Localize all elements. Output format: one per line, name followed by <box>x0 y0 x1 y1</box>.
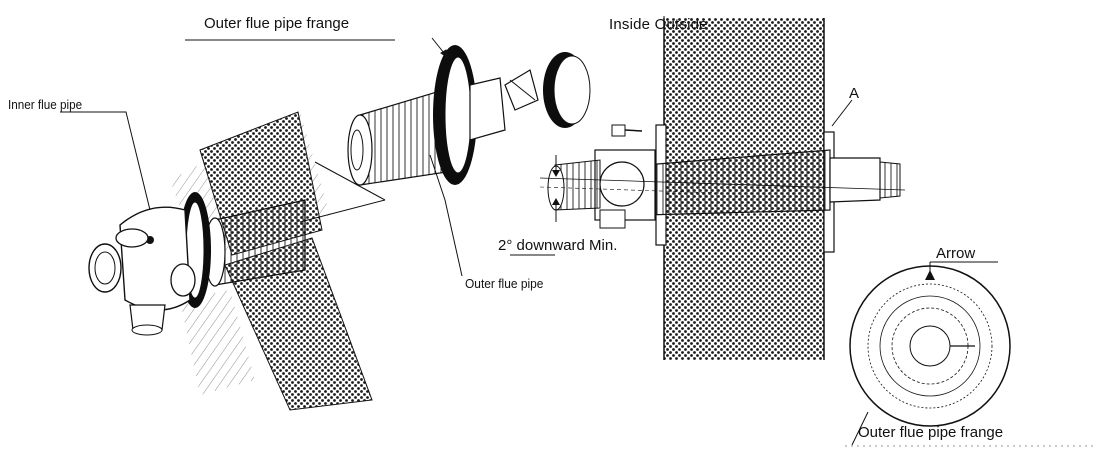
outer-flue-pipe-assembly <box>347 45 539 186</box>
outer-flue-pipe-label: Outer flue pipe <box>465 276 544 291</box>
outer-flue-pipe-frange-label-bottom: Outer flue pipe frange <box>858 424 1004 441</box>
arrow-label: Arrow <box>936 245 976 262</box>
outer-flue-pipe-frange-label-top: Outer flue pipe frange <box>204 15 350 32</box>
installed-flue-pipe <box>539 124 906 253</box>
flange-front-view <box>849 262 1011 427</box>
inner-flue-pipe-assembly <box>88 192 306 336</box>
inside-outside-label: Inside Outside <box>609 16 708 33</box>
downward-angle-label: 2° downward Min. <box>498 237 618 254</box>
leader-lines <box>60 16 998 446</box>
point-a-label: A <box>849 85 860 102</box>
inner-flue-pipe-label: Inner flue pipe <box>8 97 83 112</box>
end-cap-disc <box>543 52 591 128</box>
